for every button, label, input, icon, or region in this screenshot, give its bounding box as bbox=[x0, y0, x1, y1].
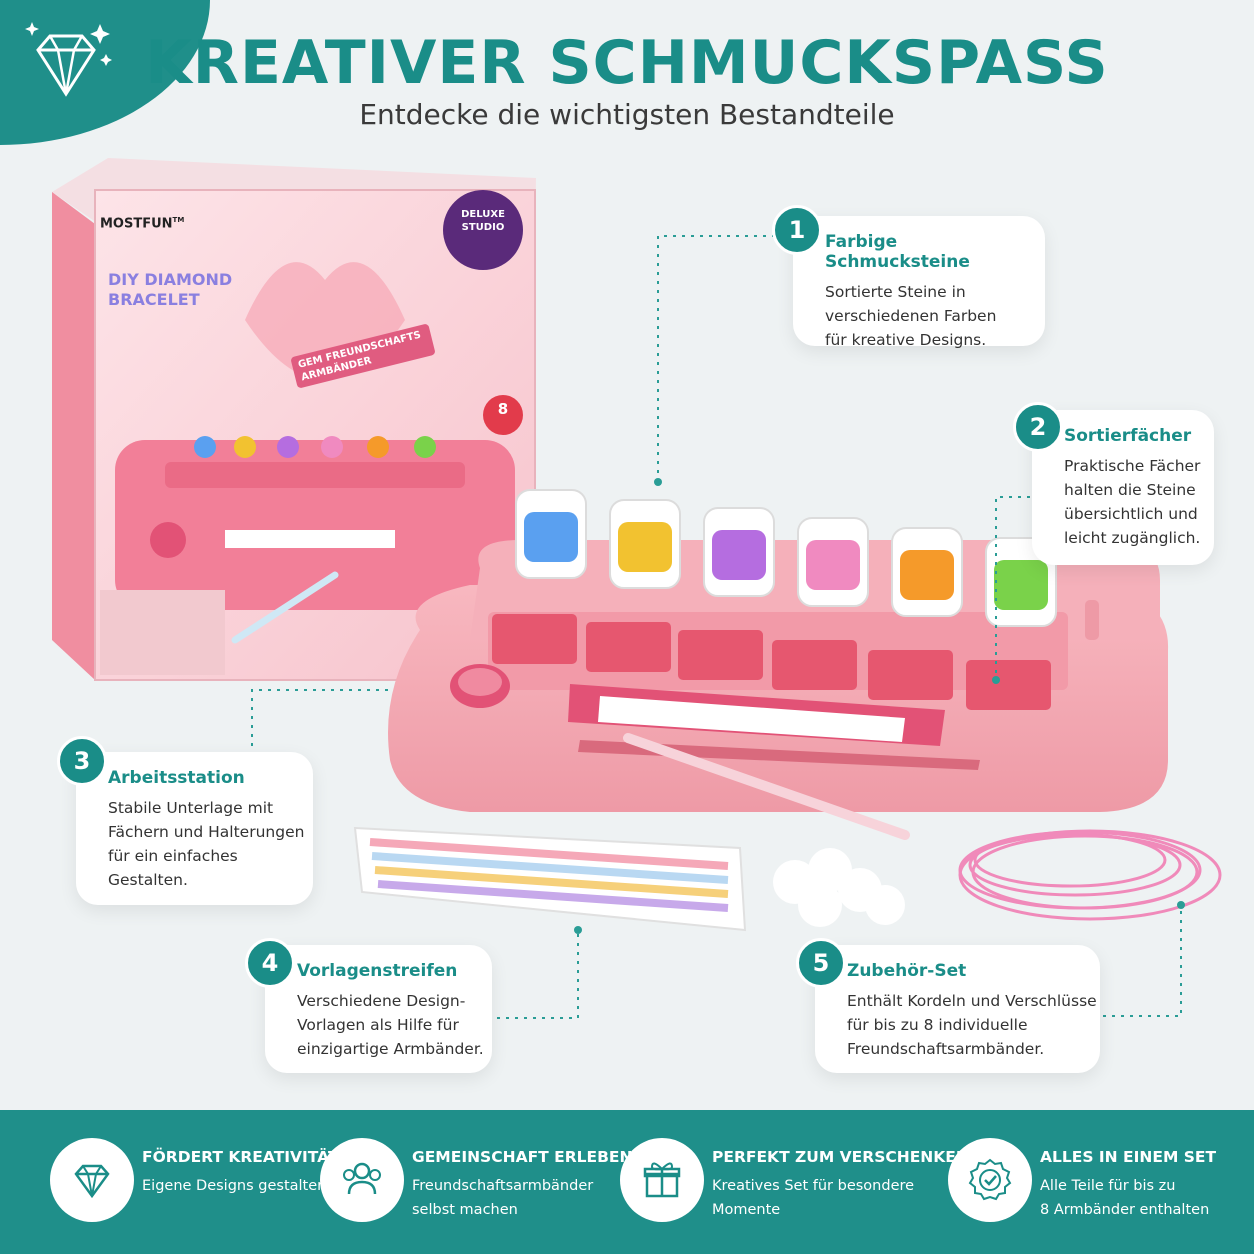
product-illustration bbox=[52, 158, 1222, 1019]
diamond-icon bbox=[74, 1164, 110, 1199]
gem-jars bbox=[515, 489, 1057, 627]
diamond-logo-icon bbox=[25, 22, 112, 97]
page-subtitle: Entdecke die wichtigsten Bestandteile bbox=[359, 98, 895, 131]
callout-gems: Farbige Schmucksteine Sortierte Steine i… bbox=[793, 216, 1045, 349]
feature-gift-title: PERFEKT ZUM VERSCHENKEN bbox=[712, 1148, 969, 1166]
feature-all-in-one-icon-circle bbox=[948, 1138, 1032, 1222]
callout-templates: Vorlagenstreifen Verschiedene Design-Vor… bbox=[265, 945, 492, 1073]
gift-icon bbox=[643, 1162, 681, 1198]
feature-all-in-one-title: ALLES IN EINEM SET bbox=[1040, 1148, 1217, 1166]
callout-templates-text: Verschiedene Design-Vorlagen als Hilfe f… bbox=[297, 992, 484, 1058]
callout-compartments-number: 2 bbox=[1013, 402, 1063, 452]
callout-workstation-title: Arbeitsstation bbox=[108, 768, 245, 788]
features-footer: FÖRDERT KREATIVITÄT Eigene Designs gesta… bbox=[0, 1110, 1254, 1254]
feature-creativity-text: Eigene Designs gestalten bbox=[142, 1178, 327, 1194]
box-deluxe-badge: DELUXE STUDIO bbox=[461, 209, 505, 233]
callout-accessories: Zubehör-Set Enthält Kordeln und Verschlü… bbox=[815, 945, 1100, 1073]
callout-workstation-number: 3 bbox=[57, 736, 107, 786]
feature-community-icon-circle bbox=[320, 1138, 404, 1222]
callout-templates-title: Vorlagenstreifen bbox=[297, 961, 458, 981]
feature-creativity-title: FÖRDERT KREATIVITÄT bbox=[142, 1148, 339, 1166]
callout-templates-number: 4 bbox=[245, 938, 295, 988]
feature-community-title: GEMEINSCHAFT ERLEBEN bbox=[412, 1148, 633, 1166]
cords bbox=[958, 829, 1222, 921]
callout-gems-title: Farbige Schmucksteine bbox=[825, 232, 970, 272]
template-strips bbox=[353, 826, 747, 932]
box-product-name: DIY DIAMOND BRACELET bbox=[108, 270, 233, 309]
callout-accessories-title: Zubehör-Set bbox=[847, 961, 967, 981]
feature-creativity-icon-circle bbox=[50, 1138, 134, 1222]
badge-check-icon bbox=[968, 1158, 1012, 1201]
corner-badge bbox=[0, 0, 210, 145]
feature-gift-icon-circle bbox=[620, 1138, 704, 1222]
box-brand: MOSTFUNTM bbox=[100, 216, 185, 232]
callout-gems-number: 1 bbox=[772, 205, 822, 255]
box-count-badge: 8 bbox=[497, 400, 509, 418]
community-icon bbox=[343, 1162, 381, 1195]
clasps bbox=[773, 848, 905, 927]
callout-accessories-number: 5 bbox=[796, 938, 846, 988]
page-title: KREATIVER SCHMUCKSPASS bbox=[145, 28, 1109, 98]
callout-compartments-title: Sortierfächer bbox=[1064, 426, 1192, 446]
